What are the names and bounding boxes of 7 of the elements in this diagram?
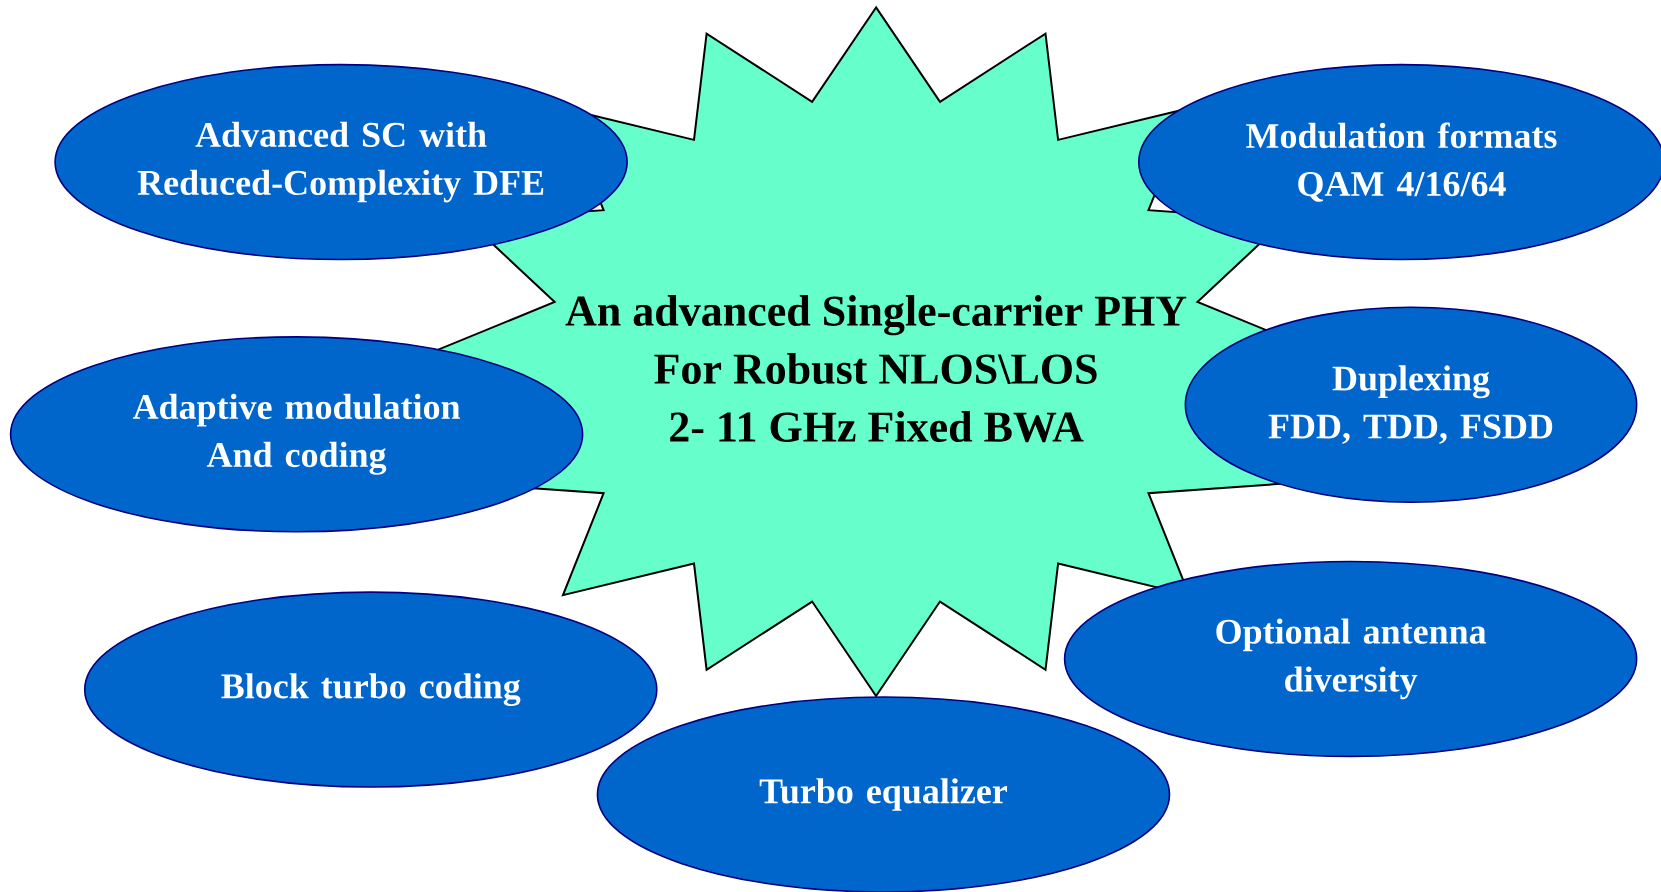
ellipse-node: Optional antenna diversity — [1063, 560, 1638, 758]
ellipse-node: Advanced SC with Reduced-Complexity DFE — [54, 63, 628, 261]
ellipse-node: Modulation formats QAM 4/16/64 — [1137, 63, 1661, 261]
ellipse-node: Turbo equalizer — [596, 696, 1171, 892]
ellipse-node: Duplexing FDD, TDD, FSDD — [1184, 306, 1638, 503]
ellipse-node: Block turbo coding — [83, 591, 658, 788]
ellipse-node: Adaptive modulation And coding — [9, 336, 584, 533]
